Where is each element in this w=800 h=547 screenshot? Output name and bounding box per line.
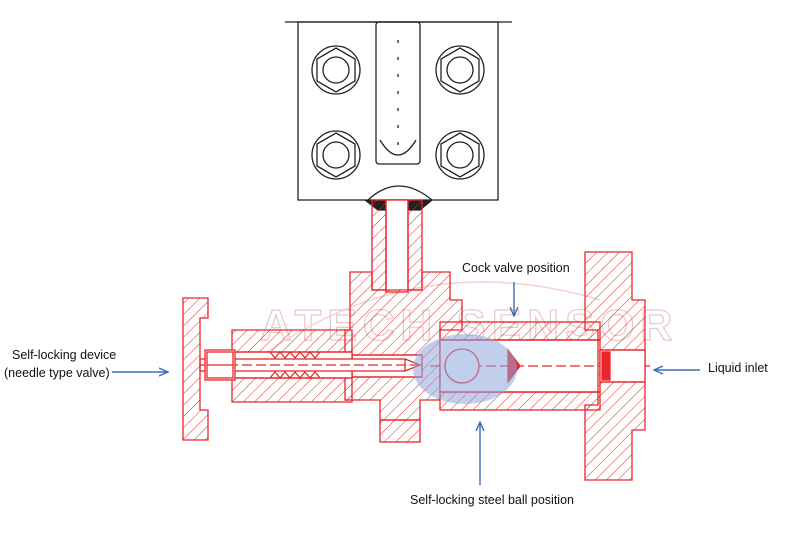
annotation-arrows <box>112 282 700 485</box>
label-self-locking-device: Self-locking device <box>12 348 116 362</box>
label-liquid-inlet: Liquid inlet <box>708 361 768 375</box>
label-needle-type-valve: (needle type valve) <box>4 366 110 380</box>
label-cock-valve-position: Cock valve position <box>462 261 570 275</box>
label-steel-ball-position: Self-locking steel ball position <box>410 493 574 507</box>
steel-ball-highlight <box>413 334 517 404</box>
bolt-head <box>311 130 361 180</box>
bolt-head <box>435 130 485 180</box>
bolt-head <box>311 45 361 95</box>
mounting-bracket <box>285 21 512 211</box>
valve-body <box>182 199 650 481</box>
bolt-head <box>435 45 485 95</box>
